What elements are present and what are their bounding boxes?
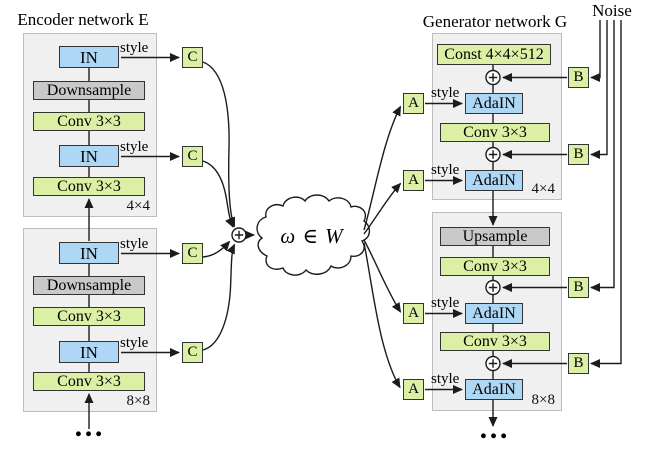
arrow-cloud-to-a3	[363, 239, 402, 313]
arrow-c1-to-sum	[202, 61, 236, 228]
sum-plus-icon	[485, 69, 501, 86]
affine-a-box: A	[403, 93, 424, 114]
generator-output-ellipsis: …	[478, 412, 510, 445]
sum-plus-icon	[231, 227, 247, 243]
noise-b-box: B	[568, 67, 589, 88]
arrow-cloud-to-a1	[363, 105, 402, 231]
style-label: style	[431, 295, 460, 311]
encoder-title: Encoder network E	[17, 10, 149, 29]
affine-a-box: A	[403, 303, 424, 324]
concat-c-box: C	[182, 47, 203, 68]
upsample-box: Upsample	[440, 227, 550, 246]
conv-box: Conv 3×3	[33, 177, 145, 196]
arrow-cloud-to-a4	[363, 242, 401, 389]
arrow-noise-to-b1	[590, 20, 601, 82]
concat-c-box: C	[182, 146, 203, 167]
noise-b-box: B	[568, 277, 589, 298]
adain-box: AdaIN	[465, 93, 523, 114]
resolution-label: 8×8	[531, 392, 555, 408]
generator-title: Generator network G	[422, 12, 568, 31]
in-box: IN	[59, 46, 119, 68]
resolution-label: 8×8	[126, 393, 150, 409]
sum-plus-icon	[485, 279, 501, 296]
conv-box: Conv 3×3	[440, 257, 550, 276]
arrow-noise-to-b4	[590, 20, 622, 368]
concat-c-box: C	[182, 342, 203, 363]
conv-box: Conv 3×3	[440, 332, 550, 351]
style-label: style	[431, 371, 460, 387]
noise-b-box: B	[568, 353, 589, 374]
downsample-box: Downsample	[33, 276, 145, 295]
resolution-label: 4×4	[126, 198, 150, 214]
sum-plus-icon	[485, 355, 501, 372]
arrow-c4-to-sum	[202, 243, 236, 351]
const-box: Const 4×4×512	[437, 44, 551, 65]
sum-plus-icon	[485, 146, 501, 163]
arrow-noise-to-b2	[590, 20, 608, 159]
arrow-c2-to-sum	[202, 160, 234, 228]
latent-space-label: ω ∈ W	[280, 224, 344, 248]
in-box: IN	[59, 145, 119, 167]
resolution-label: 4×4	[531, 181, 555, 197]
style-label: style	[120, 236, 149, 252]
concat-c-box: C	[182, 243, 203, 264]
style-label: style	[431, 162, 460, 178]
conv-box: Conv 3×3	[440, 123, 550, 142]
noise-b-box: B	[568, 144, 589, 165]
in-box: IN	[59, 341, 119, 363]
conv-box: Conv 3×3	[33, 307, 145, 326]
affine-a-box: A	[403, 170, 424, 191]
style-label: style	[120, 40, 149, 56]
arrow-cloud-to-a2	[363, 182, 402, 235]
adain-box: AdaIN	[465, 379, 523, 400]
style-label: style	[120, 139, 149, 155]
adain-box: AdaIN	[465, 170, 523, 191]
downsample-box: Downsample	[33, 81, 145, 100]
conv-box: Conv 3×3	[33, 112, 145, 131]
in-box: IN	[59, 242, 119, 264]
style-label: style	[431, 85, 460, 101]
noise-label: Noise	[592, 1, 632, 20]
conv-box: Conv 3×3	[33, 372, 145, 391]
adain-box: AdaIN	[465, 303, 523, 324]
arrow-c3-to-sum	[202, 240, 231, 258]
arrow-noise-to-b3	[590, 20, 615, 292]
encoder-input-ellipsis: …	[73, 410, 105, 443]
latent-cloud-icon	[256, 194, 371, 276]
style-label: style	[120, 335, 149, 351]
affine-a-box: A	[403, 379, 424, 400]
